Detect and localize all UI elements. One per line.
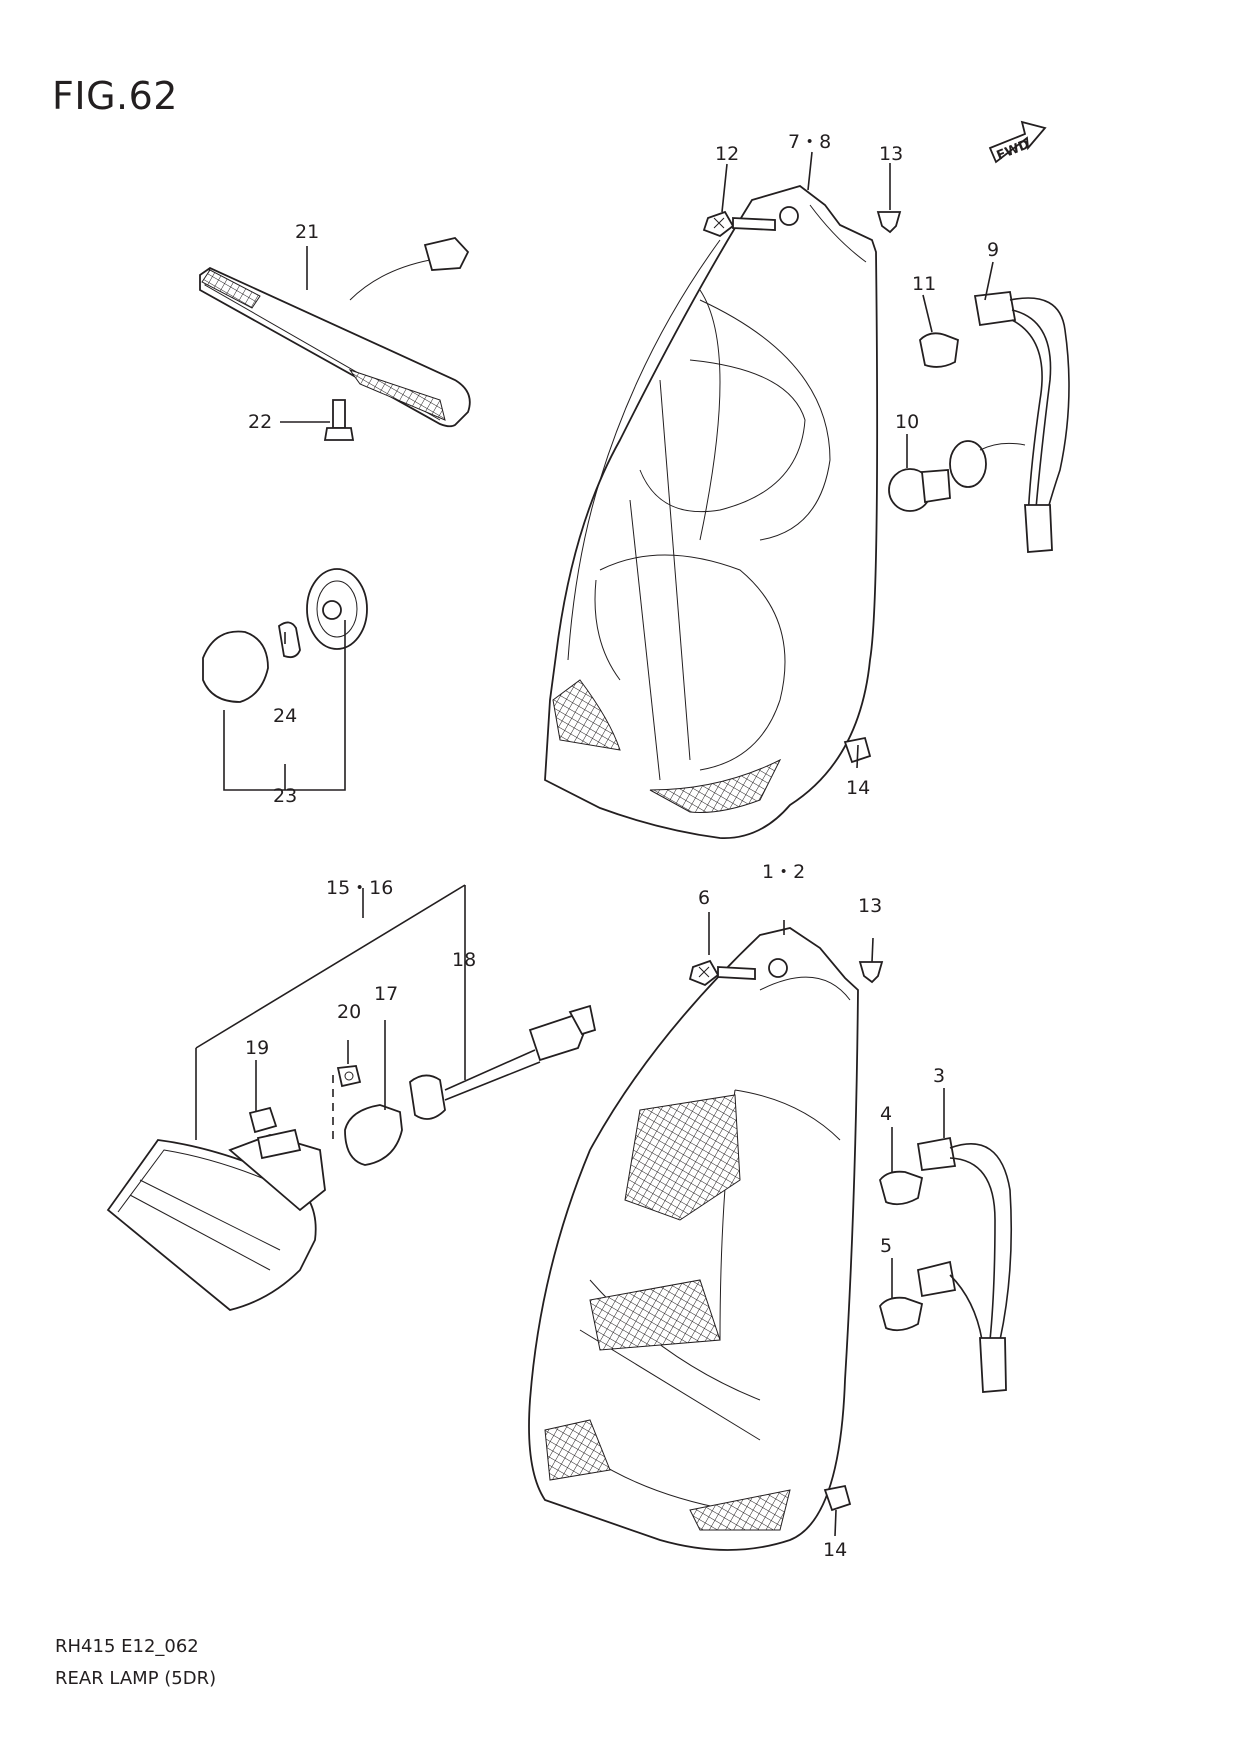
fwd-arrow-icon: FWD <box>988 120 1047 164</box>
rear-lamp-lower <box>528 927 859 1551</box>
side-marker-lens <box>202 630 269 703</box>
callout-3: 3 <box>933 1065 945 1087</box>
bulb-17 <box>344 1104 403 1166</box>
leader-lines <box>195 151 994 1537</box>
socket-harness-3 <box>916 1136 1013 1393</box>
callout-23: 23 <box>273 785 297 807</box>
callout-9: 9 <box>987 239 999 261</box>
callout-17: 17 <box>374 983 398 1005</box>
callout-6: 6 <box>698 887 710 909</box>
reverse-fog-lamp <box>106 1128 326 1311</box>
callout-14-upper: 14 <box>846 777 870 799</box>
callout-10: 10 <box>895 411 919 433</box>
figure-title: FIG.62 <box>52 74 178 118</box>
callout-19: 19 <box>245 1037 269 1059</box>
bulb-10 <box>888 468 951 512</box>
diagram-code: RH415 E12_062 <box>55 1636 199 1657</box>
callout-13-lower: 13 <box>858 895 882 917</box>
clip-14-lower <box>823 1484 852 1512</box>
bulb-5 <box>879 1296 924 1332</box>
socket-harness-18 <box>409 1004 597 1120</box>
callout-14-lower: 14 <box>823 1539 847 1561</box>
callout-5: 5 <box>880 1235 892 1257</box>
diagram-caption: REAR LAMP (5DR) <box>55 1668 217 1689</box>
callout-21: 21 <box>295 221 319 243</box>
callout-18: 18 <box>452 949 476 971</box>
clip-19 <box>248 1106 278 1134</box>
socket-harness-9 <box>973 291 1070 553</box>
callout-7-8: 7・8 <box>788 131 831 153</box>
screw-22 <box>323 399 355 441</box>
callout-15-16: 15・16 <box>326 877 393 899</box>
callout-1-2: 1・2 <box>762 861 805 883</box>
nut-20 <box>336 1065 362 1088</box>
callout-11: 11 <box>912 273 936 295</box>
clip-13-upper <box>876 211 902 234</box>
callout-22: 22 <box>248 411 272 433</box>
clip-13-lower <box>858 961 884 984</box>
screw-12 <box>702 210 776 238</box>
callout-12-upper: 12 <box>715 143 739 165</box>
socket-10 <box>949 440 1026 488</box>
screw-6 <box>688 959 756 987</box>
bulb-4 <box>879 1170 924 1206</box>
callout-24: 24 <box>273 705 297 727</box>
marker-socket-23 <box>306 568 368 650</box>
rear-lamp-upper <box>544 185 879 839</box>
bulb-24 <box>278 621 301 659</box>
callout-4: 4 <box>880 1103 892 1125</box>
high-mount-stop-lamp <box>199 237 471 428</box>
bulb-11 <box>919 332 959 368</box>
callout-13-upper: 13 <box>879 143 903 165</box>
callout-20: 20 <box>337 1001 361 1023</box>
